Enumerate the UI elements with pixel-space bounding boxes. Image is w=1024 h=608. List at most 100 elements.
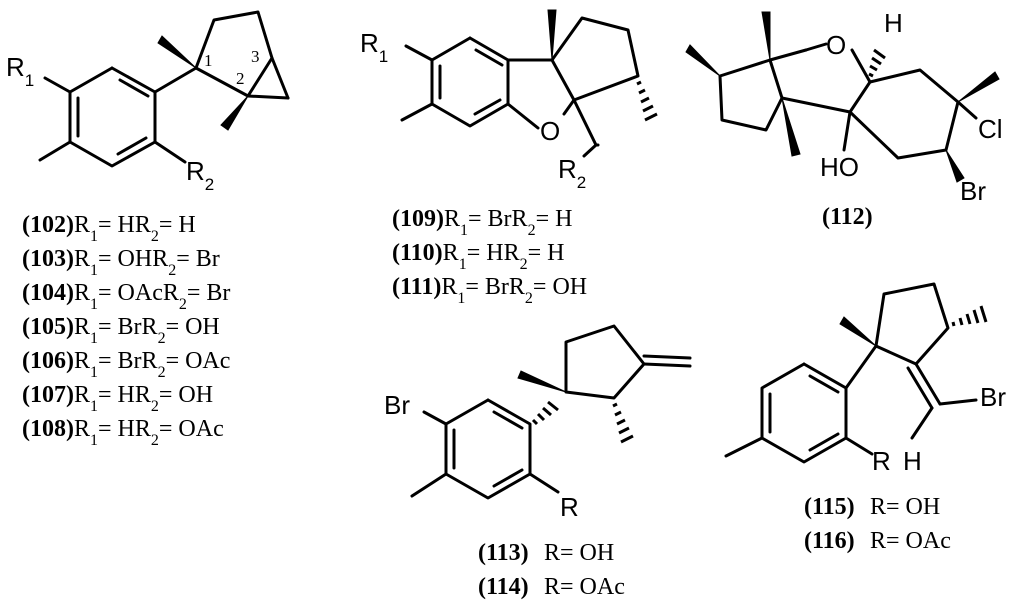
benzene-ring-b bbox=[430, 36, 510, 128]
compound-label-112: (112) bbox=[822, 204, 873, 230]
c1-methyl-wedge-a bbox=[157, 35, 197, 69]
compound-labels-102-108: (102)R1= HR2= H(103)R1= OHR2= Br(104)R1=… bbox=[22, 212, 230, 449]
structure-e: Br R H (115)R= OH(116)R= OAc bbox=[724, 282, 1006, 554]
structure-b: R1 O R2 (109)R1= BrR2= H(110)R1= HR2= H(… bbox=[360, 9, 658, 307]
cyclopentane-d bbox=[564, 324, 646, 400]
compound-number: (116) bbox=[804, 528, 855, 554]
locant-1: 1 bbox=[204, 51, 213, 70]
hydroxyl-c: HO bbox=[820, 152, 859, 182]
locant-2: 2 bbox=[236, 69, 245, 88]
thf-bond-c1 bbox=[768, 48, 808, 62]
structure-a: 1 2 3 R1 R2 (102)R1= HR2= H(103)R1= OHR2… bbox=[6, 10, 290, 449]
methyl-wedge-c1 bbox=[761, 11, 771, 61]
methyl-wedge-d bbox=[517, 370, 567, 393]
r1-bond-a bbox=[43, 76, 72, 94]
r2-bond-a bbox=[153, 140, 187, 164]
compound-number: (103) bbox=[22, 246, 74, 272]
bromine-e: Br bbox=[980, 382, 1006, 412]
benzene-ring-d bbox=[444, 398, 532, 500]
compound-label-row: (103)R1= OHR2= Br bbox=[22, 246, 220, 279]
compound-number: (115) bbox=[804, 494, 855, 520]
furan-bond-b3 bbox=[562, 98, 576, 116]
compound-label-row: (116)R= OAc bbox=[804, 528, 951, 554]
compound-label-row: (110)R1= HR2= H bbox=[392, 240, 564, 273]
methylene-bond-d2 bbox=[642, 354, 692, 360]
compound-number: (106) bbox=[22, 348, 74, 374]
compound-number: (108) bbox=[22, 416, 74, 442]
compound-number: (114) bbox=[478, 574, 529, 600]
methyl-wedge-e bbox=[839, 316, 877, 347]
br-bond-d bbox=[422, 410, 448, 426]
vinyl-bond-e2 bbox=[906, 366, 934, 410]
methyl-hash-b bbox=[636, 80, 658, 122]
compound-label-row: (111)R1= BrR2= OH bbox=[392, 274, 587, 307]
c-h-bond-e bbox=[910, 406, 934, 440]
thf-bond-c3 bbox=[850, 48, 872, 84]
aryl-hash-d bbox=[531, 400, 559, 426]
hydrogen-e: H bbox=[903, 446, 922, 476]
vinyl-bond-e1 bbox=[914, 362, 942, 406]
compound-label-row: (106)R1= BrR2= OAc bbox=[22, 348, 230, 381]
locant-3: 3 bbox=[251, 47, 260, 66]
cyclopropane-bond-a2 bbox=[246, 94, 290, 100]
r1-label-a: R1 bbox=[6, 52, 34, 90]
compound-label-row: (115)R= OH bbox=[804, 494, 940, 520]
compound-number: (109) bbox=[392, 206, 444, 232]
cyclopentane-a bbox=[194, 10, 274, 98]
compound-number: (104) bbox=[22, 280, 74, 306]
cyclohexane-c bbox=[848, 68, 960, 160]
compound-labels-115-116: (115)R= OH (116)R= OAc bbox=[804, 494, 951, 554]
compound-number: (107) bbox=[22, 382, 74, 408]
bromine-c: Br bbox=[960, 176, 986, 206]
ring-oxygen-c: O bbox=[826, 30, 846, 60]
compound-label-row: (104)R1= OAcR2= Br bbox=[22, 280, 230, 313]
cyclopentane-e bbox=[874, 282, 950, 366]
compound-number: (111) bbox=[392, 274, 441, 300]
methyl-wedge-c4 bbox=[957, 71, 1000, 103]
compound-label-row: (113)R= OH bbox=[478, 540, 614, 566]
c2-methyl-wedge-a bbox=[220, 95, 249, 131]
c-br-bond-e bbox=[938, 398, 978, 406]
methyl-wedge-c3 bbox=[781, 97, 801, 157]
furan-oxygen-b: O bbox=[540, 116, 560, 146]
chlorine-c: Cl bbox=[978, 114, 1003, 144]
r1-label-b: R1 bbox=[360, 28, 388, 66]
hydrogen-c: H bbox=[884, 8, 903, 38]
furan-bond-b2 bbox=[550, 58, 576, 102]
structure-d: Br R (113)R= OH(114)R= OAc bbox=[384, 324, 692, 600]
benzene-ring-e bbox=[760, 362, 848, 464]
thf-bond-c2 bbox=[804, 42, 828, 52]
compound-label-row: (105)R1= BrR2= OH bbox=[22, 314, 220, 347]
r2-label-b: R2 bbox=[558, 154, 586, 192]
aryl-c1-bond-a bbox=[153, 66, 198, 94]
r-bond-e bbox=[844, 436, 874, 456]
ring-methyl-e bbox=[724, 436, 764, 458]
compound-number: (110) bbox=[392, 240, 443, 266]
methyl-hash-e bbox=[951, 305, 988, 327]
compound-label-row: (109)R1= BrR2= H bbox=[392, 206, 572, 239]
r1-bond-b bbox=[404, 44, 434, 62]
aromatic-bond-a2 bbox=[116, 136, 148, 156]
cl-bond-c bbox=[956, 100, 978, 120]
r-value: R= OH bbox=[544, 540, 614, 566]
r-value: R= OAc bbox=[544, 574, 625, 600]
h-hash-c bbox=[868, 48, 886, 78]
compound-label-row: (114) R= OAc bbox=[478, 574, 625, 600]
aromatic-bond-d1 bbox=[492, 410, 524, 430]
aryl-c-bond-e bbox=[844, 344, 878, 390]
compound-labels-113-114: (113)R= OH (114) R= OAc bbox=[478, 540, 625, 600]
ring-methyl-b bbox=[400, 102, 434, 122]
thf-bond-c4 bbox=[848, 80, 872, 114]
aromatic-bond-e2 bbox=[808, 432, 840, 452]
r-label-d: R bbox=[560, 492, 579, 522]
cyclopropane-bond-a1 bbox=[270, 56, 290, 100]
compound-number: (102) bbox=[22, 212, 74, 238]
angular-methyl-wedge-b bbox=[547, 9, 557, 61]
compound-labels-109-111: (109)R1= BrR2= H(110)R1= HR2= H(111)R1= … bbox=[392, 206, 587, 307]
methylene-bond-d1 bbox=[642, 362, 692, 368]
methyl-hash-d bbox=[612, 402, 634, 444]
r2-label-a: R2 bbox=[186, 156, 214, 194]
ho-bond-c bbox=[842, 110, 852, 152]
